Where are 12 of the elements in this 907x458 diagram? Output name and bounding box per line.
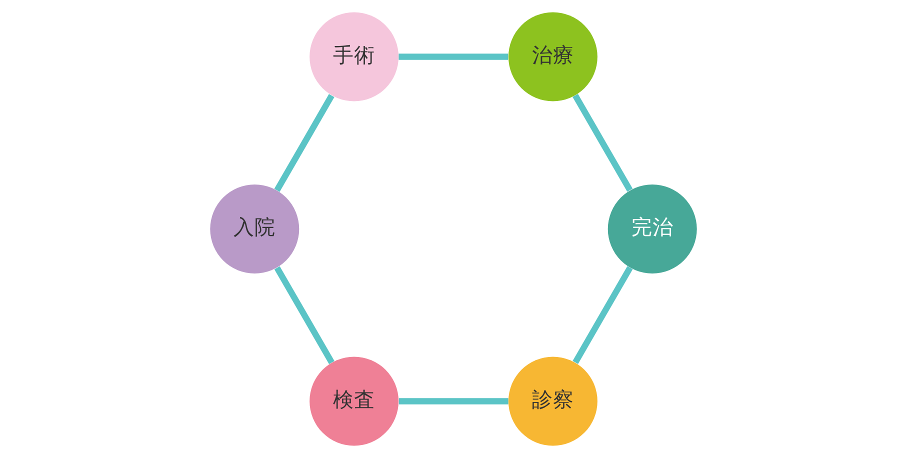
connector — [398, 398, 508, 404]
connector — [572, 266, 633, 364]
node-circle: 治療 — [508, 12, 598, 102]
connector — [274, 94, 334, 192]
node-circle: 検査 — [310, 356, 399, 446]
node-circle: 完治 — [608, 184, 697, 274]
node-circle: 診察 — [508, 356, 598, 446]
node-circle: 手術 — [310, 12, 399, 102]
node-circle: 入院 — [210, 184, 300, 274]
connector — [274, 266, 334, 364]
connector — [398, 54, 508, 60]
connector — [572, 94, 633, 192]
